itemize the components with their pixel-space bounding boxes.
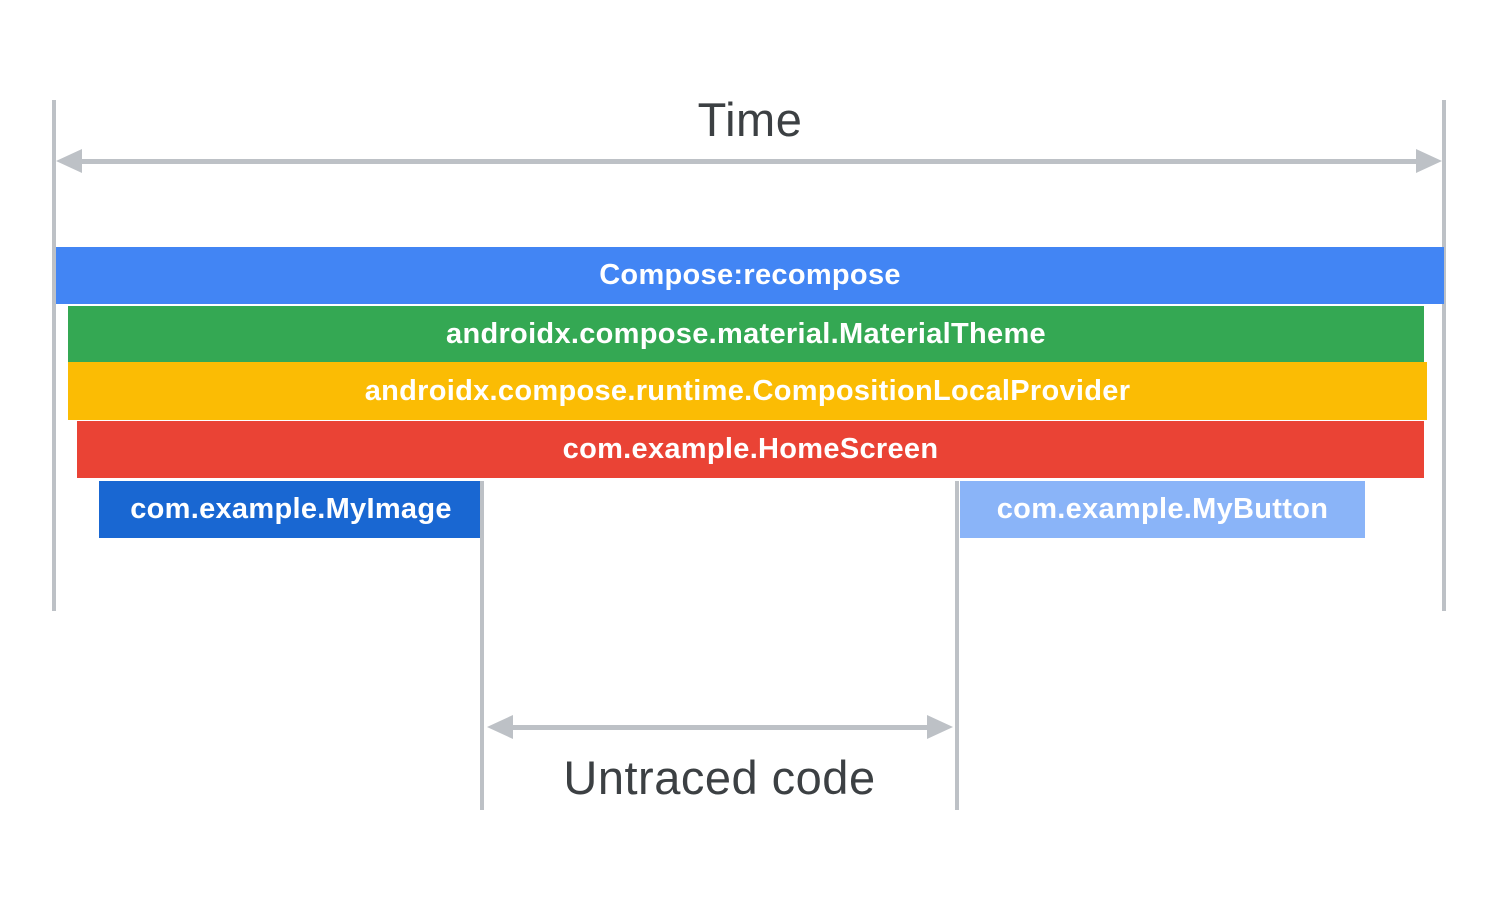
right-boundary-line	[1442, 100, 1446, 611]
trace-bar-my-image: com.example.MyImage	[99, 481, 483, 538]
untraced-code-label: Untraced code	[563, 751, 876, 804]
trace-bar-my-button: com.example.MyButton	[960, 481, 1365, 538]
arrow-right-head-icon	[927, 715, 953, 739]
arrow-right-head-icon	[1416, 149, 1442, 173]
trace-bar-label: androidx.compose.runtime.CompositionLoca…	[364, 374, 1131, 407]
untraced-range-arrow	[487, 715, 953, 739]
arrow-left-head-icon	[56, 149, 82, 173]
left-boundary-line	[52, 100, 56, 611]
time-axis-label: Time	[697, 93, 803, 146]
trace-bar-label: com.example.MyButton	[996, 493, 1329, 525]
time-range-arrow	[56, 149, 1442, 173]
arrow-left-head-icon	[487, 715, 513, 739]
trace-bar-label: Compose:recompose	[599, 259, 901, 291]
trace-bar-recompose: Compose:recompose	[56, 247, 1444, 304]
trace-bar-label: com.example.MyImage	[130, 493, 452, 525]
untraced-left-line	[480, 481, 484, 810]
trace-bar-label: com.example.HomeScreen	[562, 433, 939, 465]
trace-bar-label: androidx.compose.material.MaterialTheme	[446, 317, 1046, 350]
trace-bar-material-theme: androidx.compose.material.MaterialTheme	[68, 306, 1424, 362]
trace-bar-composition-local-provider: androidx.compose.runtime.CompositionLoca…	[68, 362, 1427, 420]
trace-bar-home-screen: com.example.HomeScreen	[77, 421, 1424, 478]
arrow-shaft	[82, 158, 1416, 164]
untraced-right-line	[955, 481, 959, 810]
arrow-shaft	[513, 724, 927, 730]
